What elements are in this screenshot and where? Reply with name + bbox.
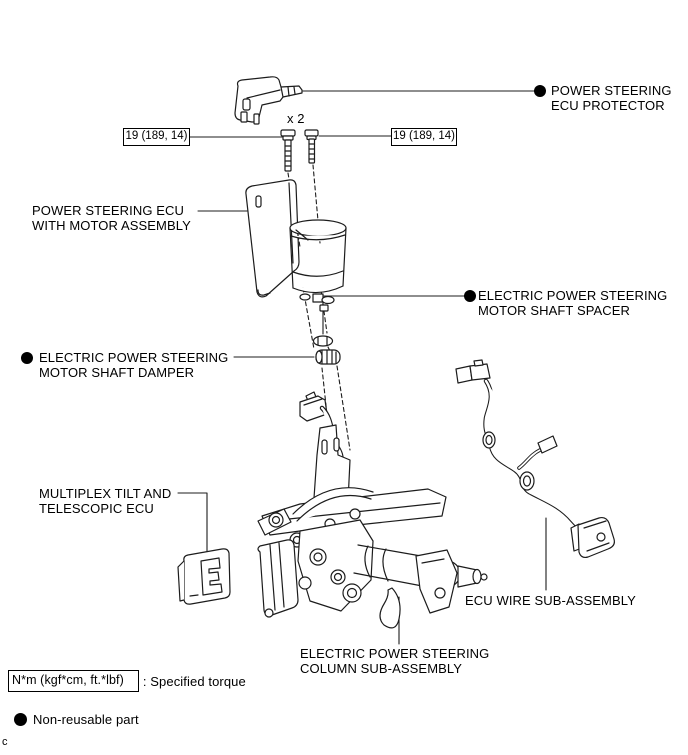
ecu-with-motor-drawing [245, 179, 347, 312]
legend-specified-torque: N*m (kgf*cm, ft.*lbf) : Specified torque [8, 670, 246, 692]
label-ecu-protector: POWER STEERING ECU PROTECTOR [534, 83, 672, 113]
label-motor-shaft-spacer: ELECTRIC POWER STEERING MOTOR SHAFT SPAC… [464, 288, 667, 318]
non-reusable-bullet-icon [534, 85, 546, 97]
legend-non-reusable: Non-reusable part [14, 712, 139, 727]
label-motor-shaft-damper-line1: ELECTRIC POWER STEERING [39, 350, 229, 365]
label-ecu-protector-line2: ECU PROTECTOR [551, 98, 665, 113]
label-ecu-with-motor-line2: WITH MOTOR ASSEMBLY [32, 218, 191, 233]
label-motor-shaft-spacer-line2: MOTOR SHAFT SPACER [478, 303, 631, 318]
legend-specified-torque-text: : Specified torque [142, 673, 246, 689]
label-column-sub-assembly-line2: COLUMN SUB-ASSEMBLY [300, 661, 463, 676]
label-ecu-protector-line1: POWER STEERING [551, 83, 672, 98]
label-ecu-with-motor-line1: POWER STEERING ECU [32, 203, 185, 218]
label-motor-shaft-spacer-line1: ELECTRIC POWER STEERING [478, 288, 668, 303]
multiplex-ecu-drawing [177, 548, 231, 605]
spacer-drawing [312, 335, 334, 347]
ecu-protector-drawing [234, 76, 303, 125]
bolt-right-drawing [304, 129, 319, 164]
label-bolt-count: x 2 [287, 111, 305, 126]
leader-spacer [322, 295, 465, 335]
label-multiplex-ecu-line1: MULTIPLEX TILT AND [39, 486, 172, 501]
page-footer-mark: c [2, 736, 8, 748]
label-ecu-with-motor: POWER STEERING ECU WITH MOTOR ASSEMBLY [32, 203, 191, 233]
legend-non-reusable-text: Non-reusable part [33, 712, 139, 727]
label-motor-shaft-damper: ELECTRIC POWER STEERING MOTOR SHAFT DAMP… [21, 350, 228, 380]
column-assembly-drawing [257, 424, 488, 629]
label-multiplex-ecu-line2: TELESCOPIC ECU [39, 501, 154, 516]
damper-drawing [315, 349, 341, 365]
label-column-sub-assembly: ELECTRIC POWER STEERING COLUMN SUB-ASSEM… [300, 646, 489, 676]
non-reusable-bullet-icon [21, 352, 33, 364]
torque-units-box: N*m (kgf*cm, ft.*lbf) [8, 670, 139, 692]
torque-spec-box-left: 19 (189, 14) [123, 128, 190, 146]
bolt-left-drawing [280, 129, 296, 172]
non-reusable-bullet-icon [14, 713, 27, 726]
ecu-wire-drawing [455, 359, 615, 559]
label-motor-shaft-damper-line2: MOTOR SHAFT DAMPER [39, 365, 195, 380]
non-reusable-bullet-icon [464, 290, 476, 302]
torque-spec-box-right: 19 (189, 14) [391, 128, 457, 146]
leader-multiplex [177, 492, 208, 552]
label-multiplex-ecu: MULTIPLEX TILT AND TELESCOPIC ECU [39, 486, 171, 516]
label-column-sub-assembly-line1: ELECTRIC POWER STEERING [300, 646, 490, 661]
label-ecu-wire: ECU WIRE SUB-ASSEMBLY [465, 593, 636, 608]
